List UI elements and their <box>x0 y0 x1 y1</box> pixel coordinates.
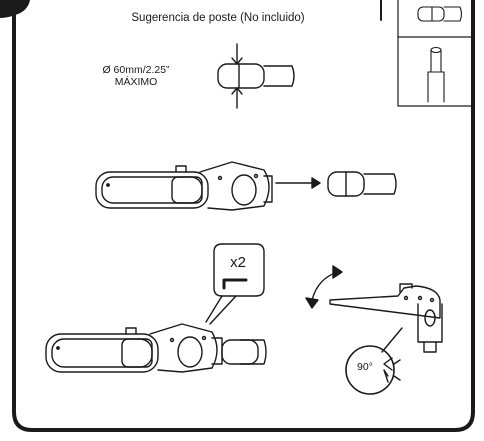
angle-callout-line <box>381 327 403 353</box>
tilt-angle-label: 90° <box>357 361 373 373</box>
vertical-pole-icon <box>427 46 445 103</box>
pole-diameter-label: Ø 60mm/2.25” MÁXIMO <box>84 64 188 88</box>
pole-diameter-value: Ø 60mm/2.25” <box>102 64 170 76</box>
pole-diameter-limit: MÁXIMO <box>114 76 158 88</box>
rotate-arrowhead-top <box>332 265 343 279</box>
luminaire-side-view-2 <box>45 323 223 373</box>
step-badge <box>0 0 30 18</box>
angle-callout-circle <box>345 345 395 395</box>
hex-key-icon <box>222 278 248 290</box>
pole-segment-1 <box>327 171 397 197</box>
angle-indicator <box>383 357 401 383</box>
tool-quantity-label: x2 <box>230 254 246 271</box>
pole-segment-2 <box>221 339 267 365</box>
horizontal-pole-icon <box>417 6 463 22</box>
pole-examples-panel <box>397 0 475 107</box>
insert-arrowhead <box>311 177 321 189</box>
luminaire-top-view <box>329 283 441 319</box>
pole-diameter-diagram <box>217 43 295 109</box>
pole-suggestion-caption: Sugerencia de poste (No incluido) <box>131 12 305 24</box>
luminaire-side-view-1 <box>95 161 273 211</box>
hex-key-callout <box>205 243 265 325</box>
rotate-arrowhead-bottom <box>305 297 319 309</box>
page-frame <box>12 0 475 432</box>
vertical-pole-mount <box>417 303 443 353</box>
